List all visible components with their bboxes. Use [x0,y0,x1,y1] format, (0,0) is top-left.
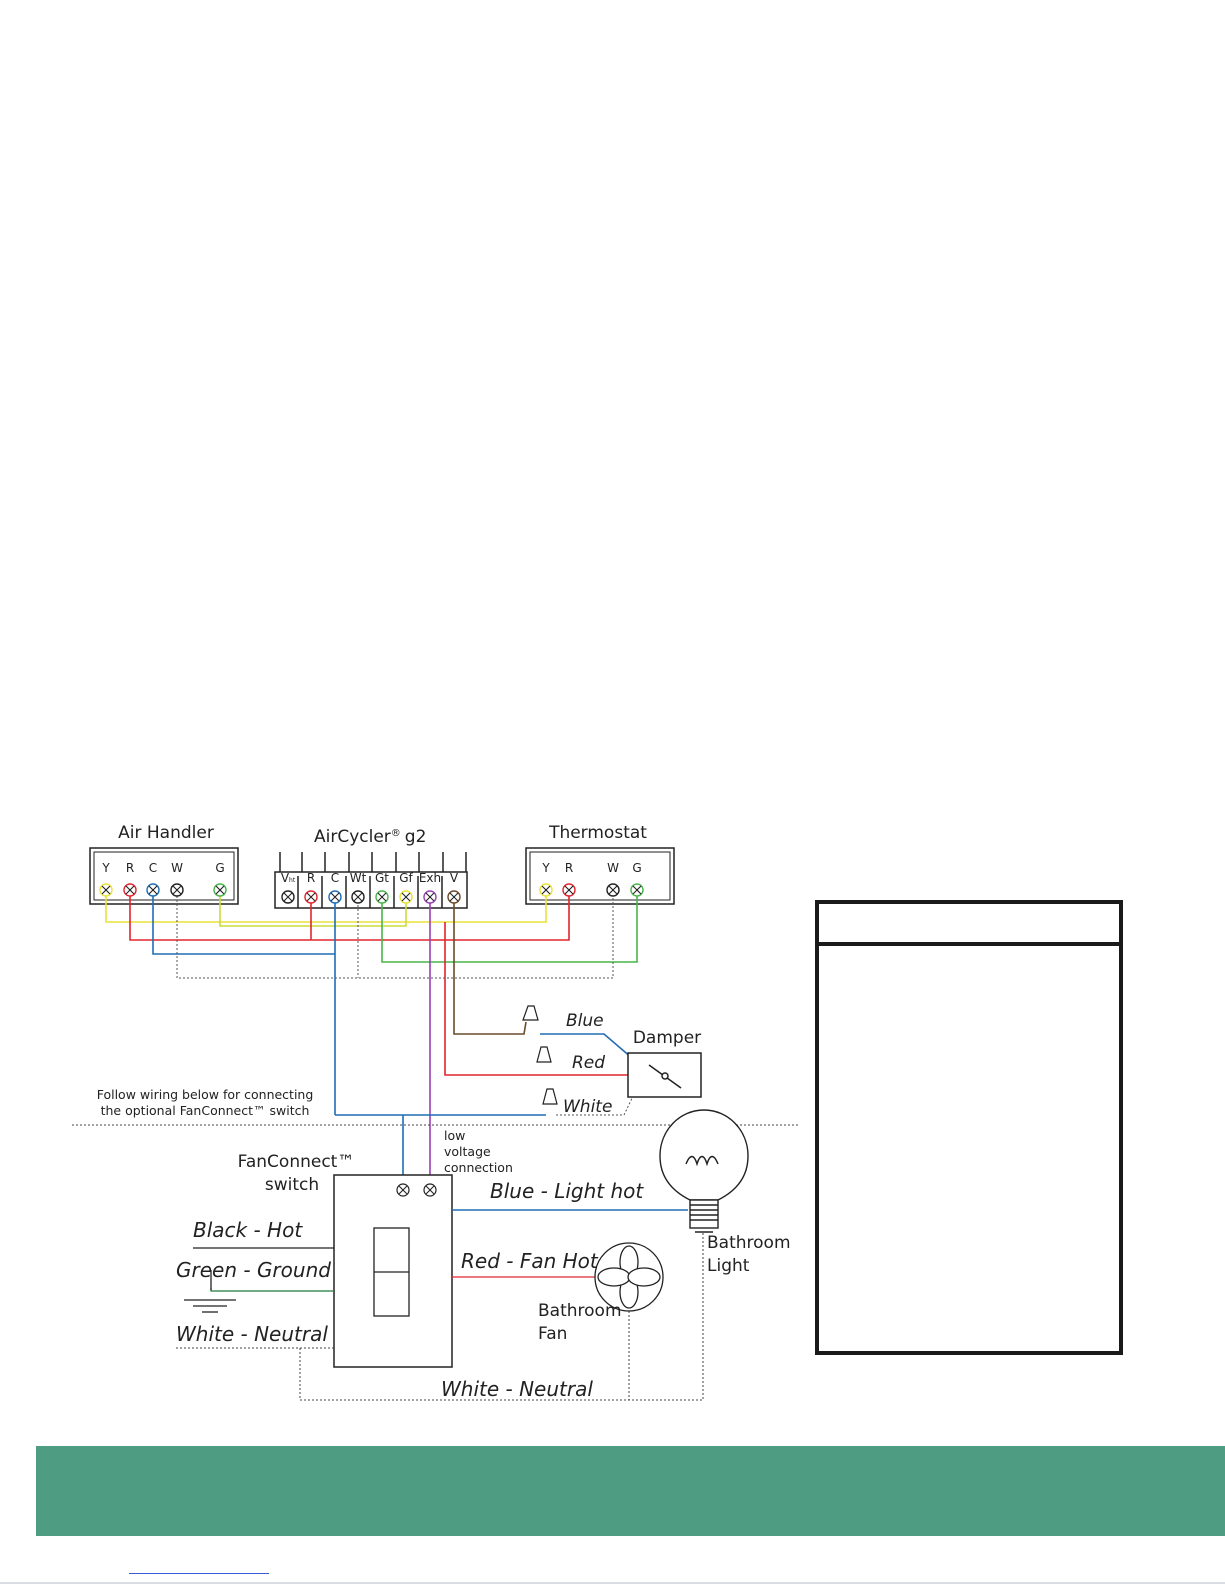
footer-band [36,1446,1225,1536]
damper-icon [648,1064,682,1089]
bottom-rule [0,1582,1225,1584]
damper-wire-red-label: Red [572,1053,605,1073]
air-handler-terminal-c: C [149,861,157,875]
damper-wire-blue-label: Blue [566,1011,604,1031]
terminal-screw [562,883,576,897]
terminal-screw [170,883,184,897]
air-handler-terminal-y: Y [101,861,110,875]
blue-light-hot-label: Blue - Light hot [490,1179,644,1203]
air-handler-terminal-r: R [126,861,134,875]
footer-link-underline[interactable] [129,1573,269,1574]
bathroom-fan-label-line2: Fan [538,1324,567,1344]
terminal-screw [447,890,461,904]
white-neutral-label: White - Neutral [176,1322,328,1346]
follow-wiring-note-line2: the optional FanConnect™ switch [101,1103,310,1118]
terminal-screw [281,890,295,904]
thermostat-terminal-r: R [565,861,573,875]
terminal-screw [375,890,389,904]
bathroom-fan-icon [594,1242,664,1312]
wire-nuts [522,1005,558,1105]
aircycler-terminal-r: R [307,871,315,885]
damper-title: Damper [633,1028,701,1048]
air-handler-terminal-g: G [215,861,224,875]
terminal-screw [351,890,365,904]
terminal-screw [423,890,437,904]
black-hot-label: Black - Hot [193,1218,303,1242]
low-voltage-note-line1: low [444,1128,465,1143]
side-panel-header [819,904,1119,946]
terminal-screw [213,883,227,897]
aircycler-terminal-v: V [450,871,459,885]
air-handler-terminal-w: W [171,861,183,875]
aircycler-terminal-c: C [331,871,339,885]
side-panel [815,900,1123,1355]
terminal-screw [539,883,553,897]
damper-wire-white-label: White [563,1097,612,1117]
white-neutral-bottom-label: White - Neutral [441,1377,593,1401]
terminal-screw [99,883,113,897]
green-ground-label: Green - Ground [176,1258,331,1282]
ground-icon [184,1270,236,1313]
aircycler-title: AirCycler®g2 [314,827,426,847]
terminal-screw [146,883,160,897]
thermostat-terminal-y: Y [541,861,550,875]
thermostat-terminal-g: G [632,861,641,875]
red-fan-hot-label: Red - Fan Hot [461,1249,599,1273]
low-voltage-note-line2: voltage [444,1144,491,1159]
thermostat-terminal-w: W [607,861,619,875]
terminal-screw [399,890,413,904]
terminal-screws [99,883,644,904]
aircycler-terminal-gf: Gf [399,871,413,885]
terminal-screw [606,883,620,897]
fanconnect-title-line1: FanConnect™ [238,1152,355,1172]
thermostat-title: Thermostat [548,823,647,843]
aircycler-terminal-wt: Wt [350,871,367,885]
terminal-screw [304,890,318,904]
aircycler-terminal-vht: Vht [281,871,296,885]
switch-rocker-icon [373,1227,410,1317]
bathroom-fan-label-line1: Bathroom [538,1301,622,1321]
follow-wiring-note-line1: Follow wiring below for connecting [97,1087,314,1102]
air-handler-box [89,847,239,905]
fanconnect-title-line2: switch [265,1175,319,1195]
aircycler-terminal-gt: Gt [375,871,389,885]
terminal-screw [328,890,342,904]
terminal-screw [630,883,644,897]
bathroom-light-label-line1: Bathroom [707,1233,791,1253]
low-voltage-note-line3: connection [444,1160,513,1175]
terminal-screw [123,883,137,897]
aircycler-terminal-exh: Exh [419,871,441,885]
light-bulb-icon [659,1109,749,1233]
air-handler-title: Air Handler [118,823,214,843]
bathroom-light-label-line2: Light [707,1256,750,1276]
